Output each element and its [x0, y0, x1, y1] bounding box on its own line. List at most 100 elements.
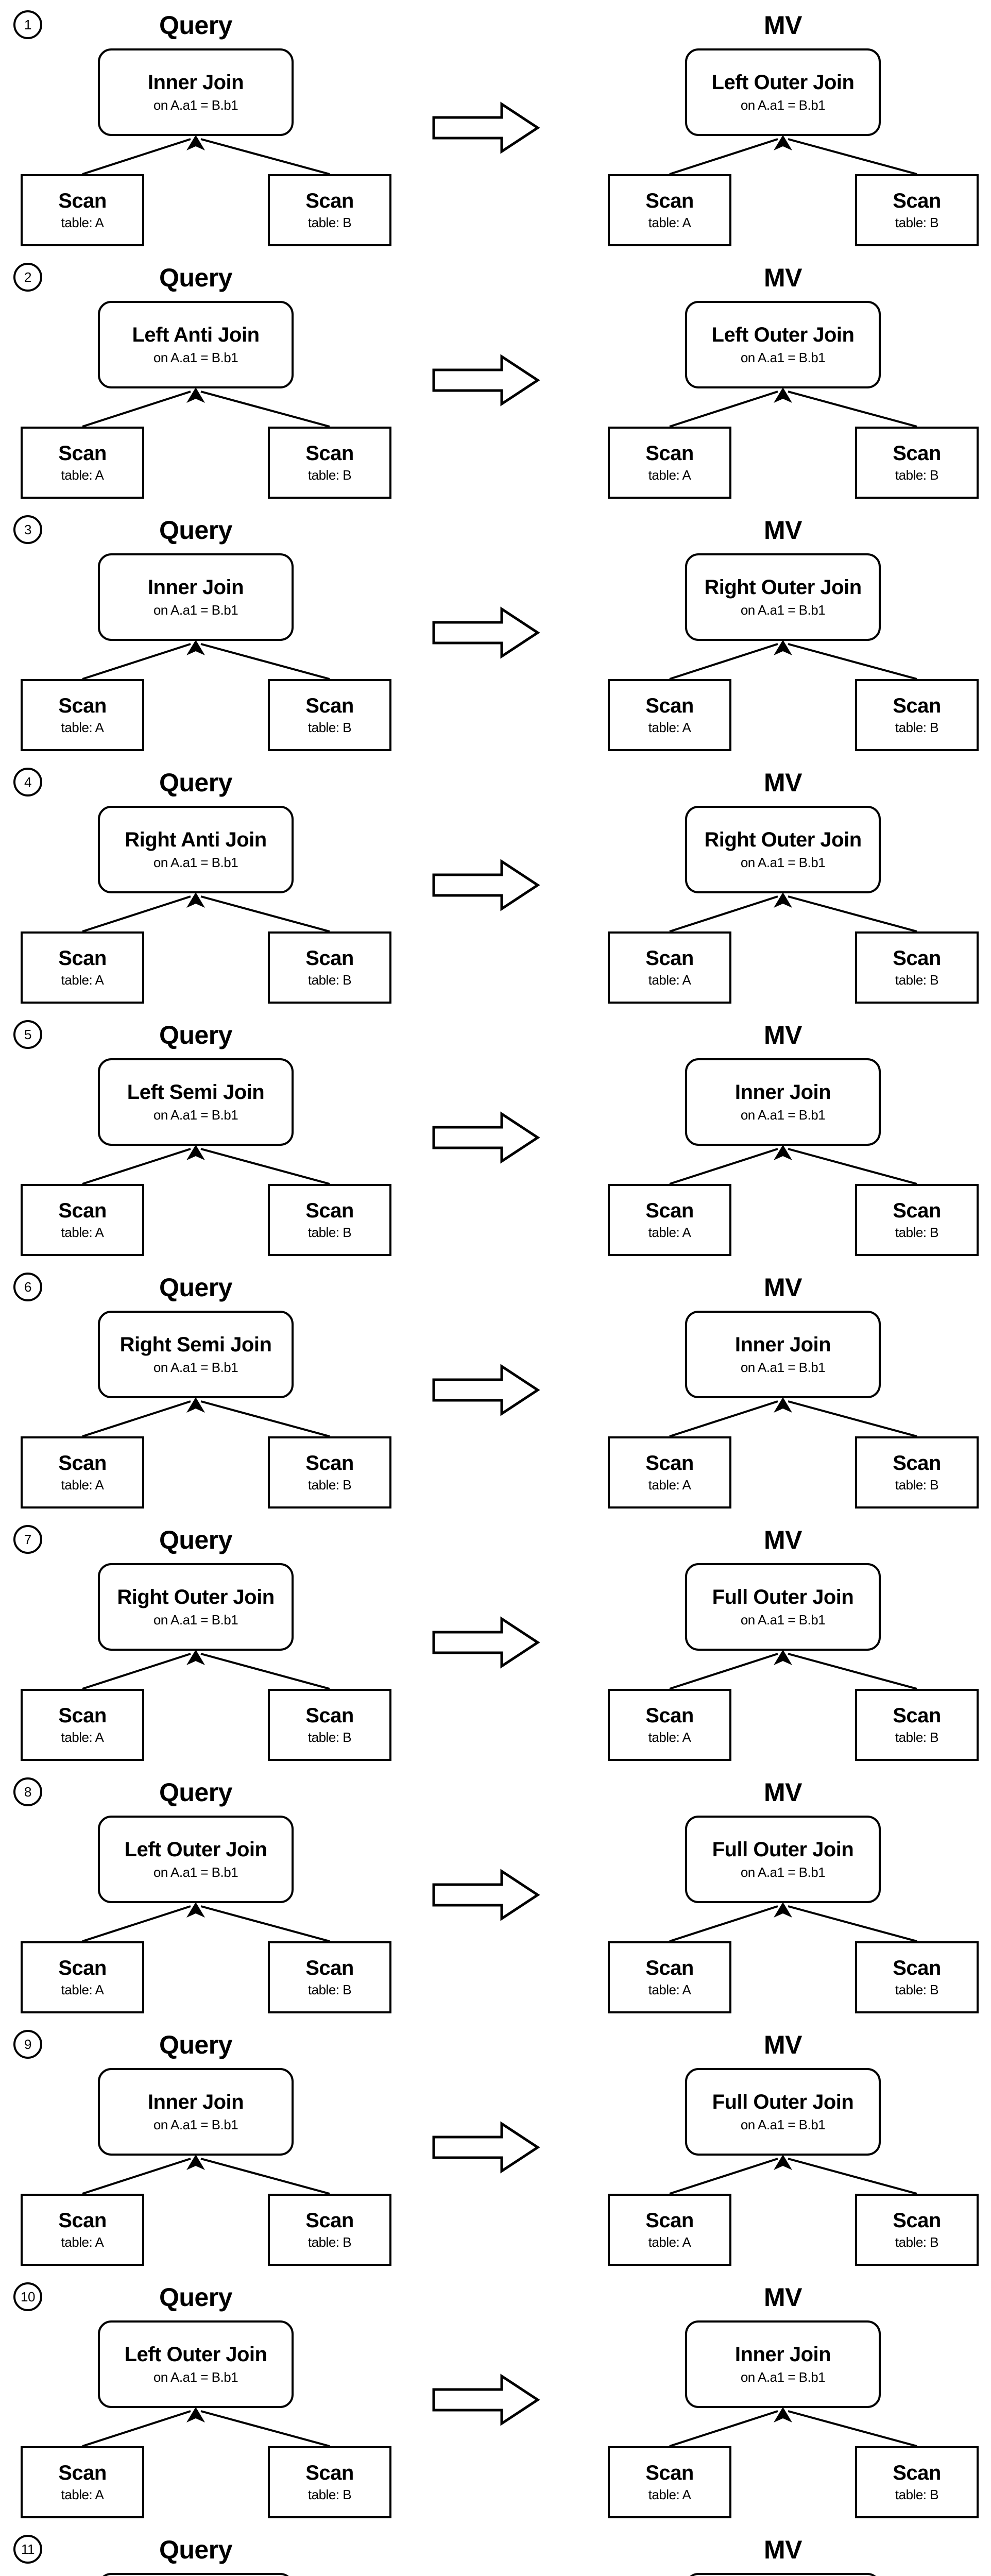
- query-join-node: Inner Join on A.a1 = B.b1: [98, 553, 294, 641]
- query-side-title: Query: [159, 11, 233, 40]
- mv-scan-node-right: Scan table: B: [855, 1689, 979, 1761]
- query-scan-right-title: Scan: [305, 694, 354, 718]
- mv-plan-side: MV Right Outer Join on A.a1 = B.b1 Scan …: [603, 761, 979, 1004]
- mv-scan-node-right: Scan table: B: [855, 931, 979, 1004]
- rewrite-rule-panel: 10 Query Left Outer Join on A.a1 = B.b1 …: [0, 2276, 991, 2529]
- mv-join-predicate: on A.a1 = B.b1: [740, 602, 826, 618]
- rewrite-arrow-icon: [432, 859, 540, 911]
- rule-index-label: 1: [24, 17, 31, 32]
- query-plan-edges: [82, 892, 330, 933]
- query-plan-side: Query Left Semi Join on A.a1 = B.b1 Scan…: [15, 1014, 391, 1256]
- query-scan-node-right: Scan table: B: [268, 1689, 391, 1761]
- mv-join-type: Full Outer Join: [712, 1586, 854, 1609]
- mv-scan-left-title: Scan: [645, 1704, 694, 1727]
- mv-join-predicate: on A.a1 = B.b1: [740, 350, 826, 366]
- query-join-type: Right Outer Join: [117, 1586, 275, 1609]
- rewrite-arrow-icon: [432, 101, 540, 154]
- query-scan-right-table: table: B: [307, 1982, 352, 1998]
- mv-scan-right-title: Scan: [893, 1704, 941, 1727]
- mv-join-type: Right Outer Join: [704, 828, 862, 852]
- query-scan-node-left: Scan table: A: [21, 931, 144, 1004]
- query-plan-edges: [82, 135, 330, 175]
- mv-scan-left-table: table: A: [648, 1225, 691, 1241]
- query-side-title: Query: [159, 1778, 233, 1807]
- mv-join-node: Inner Join on A.a1 = B.b1: [685, 2320, 881, 2408]
- mv-side-title: MV: [764, 768, 802, 797]
- query-join-node: Left Anti Join on A.a1 = B.b1: [98, 301, 294, 388]
- query-scan-left-title: Scan: [58, 190, 107, 213]
- query-join-type: Right Anti Join: [125, 828, 267, 852]
- query-scan-right-table: table: B: [307, 1730, 352, 1745]
- query-join-predicate: on A.a1 = B.b1: [153, 1360, 238, 1376]
- rewrite-rule-panel: 9 Query Inner Join on A.a1 = B.b1 Scan t…: [0, 2024, 991, 2276]
- rule-index-badge: 11: [13, 2535, 42, 2564]
- mv-plan-side: MV Right Outer Join on A.a1 = B.b1 Scan …: [603, 509, 979, 751]
- query-side-title: Query: [159, 263, 233, 292]
- query-join-node: Right Outer Join on A.a1 = B.b1: [98, 2573, 294, 2576]
- mv-join-type: Inner Join: [734, 1333, 831, 1357]
- query-join-type: Inner Join: [147, 2091, 244, 2114]
- query-scan-left-table: table: A: [61, 1477, 104, 1493]
- mv-join-type: Left Outer Join: [711, 324, 855, 347]
- query-plan-side: Query Left Outer Join on A.a1 = B.b1 Sca…: [15, 1771, 391, 2013]
- rewrite-rule-panel: 6 Query Right Semi Join on A.a1 = B.b1 S…: [0, 1266, 991, 1519]
- mv-side-title: MV: [764, 2283, 802, 2312]
- query-scan-right-table: table: B: [307, 2234, 352, 2250]
- query-join-node: Right Semi Join on A.a1 = B.b1: [98, 1311, 294, 1398]
- query-join-type: Inner Join: [147, 71, 244, 94]
- query-join-predicate: on A.a1 = B.b1: [153, 1612, 238, 1628]
- mv-scan-left-table: table: A: [648, 215, 691, 231]
- mv-scan-node-right: Scan table: B: [855, 1436, 979, 1509]
- mv-plan-edges: [669, 1145, 917, 1185]
- mv-join-node: Right Outer Join on A.a1 = B.b1: [685, 806, 881, 893]
- query-scan-left-title: Scan: [58, 2209, 107, 2232]
- query-plan-side: Query Right Anti Join on A.a1 = B.b1 Sca…: [15, 761, 391, 1004]
- query-scan-right-title: Scan: [305, 947, 354, 970]
- query-scan-right-table: table: B: [307, 467, 352, 483]
- mv-join-node: Full Outer Join on A.a1 = B.b1: [685, 1563, 881, 1651]
- mv-plan-side: MV Full Outer Join on A.a1 = B.b1 Scan t…: [603, 2024, 979, 2266]
- mv-scan-left-table: table: A: [648, 1730, 691, 1745]
- mv-side-title: MV: [764, 263, 802, 292]
- query-join-predicate: on A.a1 = B.b1: [153, 2369, 238, 2385]
- query-scan-left-title: Scan: [58, 442, 107, 465]
- mv-scan-right-table: table: B: [895, 2234, 939, 2250]
- mv-plan-side: MV Left Outer Join on A.a1 = B.b1 Scan t…: [603, 257, 979, 499]
- mv-join-predicate: on A.a1 = B.b1: [740, 2369, 826, 2385]
- rewrite-arrow-icon: [432, 2374, 540, 2426]
- mv-join-predicate: on A.a1 = B.b1: [740, 97, 826, 113]
- mv-side-title: MV: [764, 1526, 802, 1554]
- rule-index-label: 10: [21, 2289, 35, 2304]
- mv-plan-edges: [669, 1397, 917, 1437]
- query-join-node: Inner Join on A.a1 = B.b1: [98, 48, 294, 136]
- query-scan-right-table: table: B: [307, 2487, 352, 2503]
- rule-index-badge: 4: [13, 768, 42, 796]
- rewrite-arrow-icon: [432, 2121, 540, 2174]
- query-plan-side: Query Right Outer Join on A.a1 = B.b1 Sc…: [15, 2529, 376, 2576]
- mv-scan-node-left: Scan table: A: [608, 1689, 731, 1761]
- mv-plan-side: MV Inner Join on A.a1 = B.b1 Scan table:…: [603, 2276, 979, 2518]
- mv-scan-node-left: Scan table: A: [608, 427, 731, 499]
- mv-scan-node-left: Scan table: A: [608, 2194, 731, 2266]
- query-scan-node-left: Scan table: A: [21, 1941, 144, 2013]
- mv-scan-node-right: Scan table: B: [855, 427, 979, 499]
- mv-plan-side: MV Inner Join on A.a1 = B.b1 Scan table:…: [603, 2529, 963, 2576]
- mv-scan-left-table: table: A: [648, 1982, 691, 1998]
- query-side-title: Query: [159, 768, 233, 797]
- mv-plan-edges: [669, 1650, 917, 1690]
- query-scan-node-left: Scan table: A: [21, 174, 144, 246]
- rule-index-label: 6: [24, 1279, 31, 1295]
- query-plan-edges: [82, 1397, 330, 1437]
- query-scan-left-table: table: A: [61, 467, 104, 483]
- mv-scan-right-title: Scan: [893, 190, 941, 213]
- query-plan-side: Query Right Semi Join on A.a1 = B.b1 Sca…: [15, 1266, 391, 1509]
- rewrite-rule-panel: 2 Query Left Anti Join on A.a1 = B.b1 Sc…: [0, 257, 991, 509]
- query-plan-side: Query Inner Join on A.a1 = B.b1 Scan tab…: [15, 509, 391, 751]
- rewrite-arrow-icon: [432, 1869, 540, 1921]
- mv-scan-left-title: Scan: [645, 947, 694, 970]
- mv-plan-edges: [669, 2155, 917, 2195]
- mv-scan-node-left: Scan table: A: [608, 1941, 731, 2013]
- query-scan-node-right: Scan table: B: [268, 2194, 391, 2266]
- mv-join-predicate: on A.a1 = B.b1: [740, 1360, 826, 1376]
- mv-join-predicate: on A.a1 = B.b1: [740, 1612, 826, 1628]
